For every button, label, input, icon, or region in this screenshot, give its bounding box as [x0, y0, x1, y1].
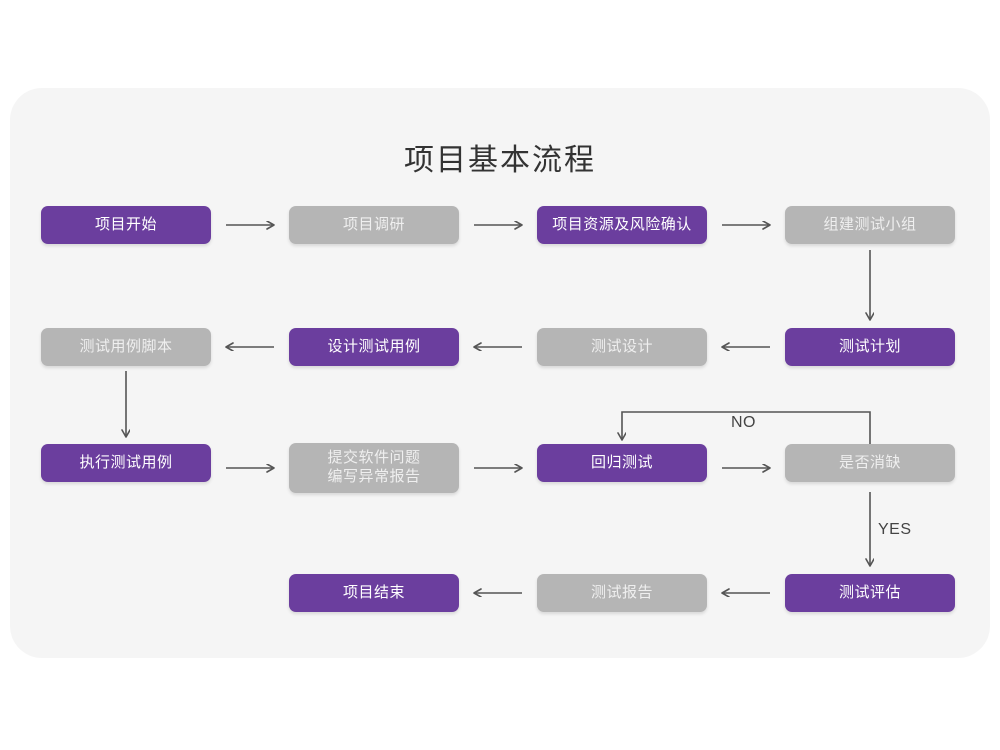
- node-project-research[interactable]: 项目调研: [289, 206, 459, 244]
- node-label: 测试用例脚本: [79, 337, 173, 355]
- node-design-test-case[interactable]: 设计测试用例: [289, 328, 459, 366]
- node-test-plan[interactable]: 测试计划: [785, 328, 955, 366]
- node-label: 项目调研: [342, 215, 405, 233]
- node-test-evaluation[interactable]: 测试评估: [785, 574, 955, 612]
- node-label: 项目结束: [342, 583, 405, 601]
- node-label: 测试报告: [590, 583, 653, 601]
- node-build-test-team[interactable]: 组建测试小组: [785, 206, 955, 244]
- node-label: 设计测试用例: [327, 337, 421, 355]
- node-label: 测试评估: [838, 583, 901, 601]
- node-regression-test[interactable]: 回归测试: [537, 444, 707, 482]
- edge-label-yes: YES: [878, 521, 912, 538]
- node-project-end[interactable]: 项目结束: [289, 574, 459, 612]
- node-resource-risk-confirm[interactable]: 项目资源及风险确认: [537, 206, 707, 244]
- node-test-report[interactable]: 测试报告: [537, 574, 707, 612]
- node-submit-defect-report[interactable]: 提交软件问题 编写异常报告: [289, 443, 459, 493]
- node-project-start[interactable]: 项目开始: [41, 206, 211, 244]
- node-label: 提交软件问题 编写异常报告: [327, 449, 421, 485]
- edge-label-no: NO: [731, 414, 756, 431]
- node-label: 回归测试: [590, 453, 653, 471]
- node-label: 项目资源及风险确认: [552, 215, 692, 233]
- node-label: 是否消缺: [838, 453, 901, 471]
- diagram-panel: [10, 88, 990, 658]
- node-test-design[interactable]: 测试设计: [537, 328, 707, 366]
- node-defect-resolved-decision[interactable]: 是否消缺: [785, 444, 955, 482]
- page-title: 项目基本流程: [404, 144, 596, 177]
- node-label: 组建测试小组: [823, 215, 917, 233]
- node-execute-test-case[interactable]: 执行测试用例: [41, 444, 211, 482]
- node-test-case-script[interactable]: 测试用例脚本: [41, 328, 211, 366]
- node-label: 项目开始: [94, 215, 157, 233]
- node-label: 执行测试用例: [79, 453, 173, 471]
- node-label: 测试计划: [838, 337, 901, 355]
- node-label: 测试设计: [590, 337, 653, 355]
